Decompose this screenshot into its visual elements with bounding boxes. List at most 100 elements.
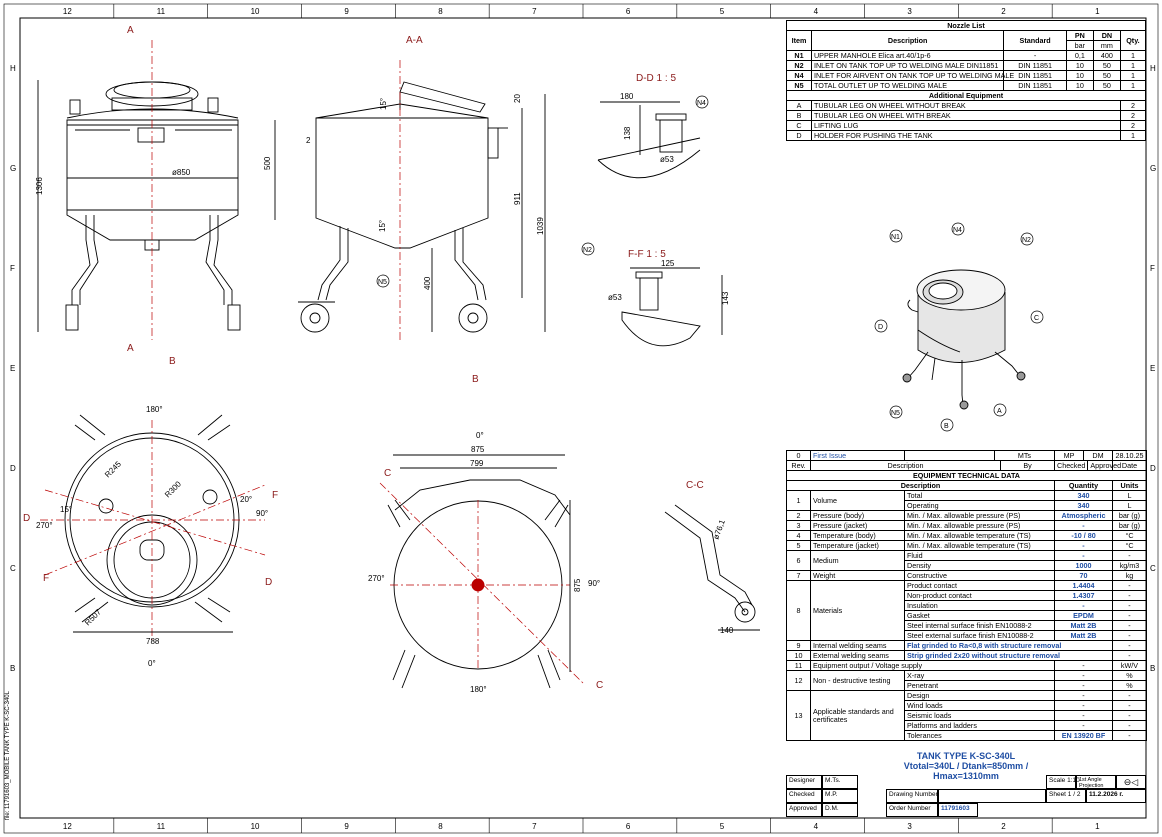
tech-unit: °C (1112, 530, 1147, 541)
tech-r12-name: Non - destructive testing (810, 670, 905, 691)
section-b-view (379, 454, 586, 689)
tech-name: Medium (810, 550, 905, 571)
dim-76: ø76,1 (711, 518, 727, 541)
col-std: Standard (1003, 30, 1067, 51)
dim-788: 788 (146, 637, 160, 646)
dim-875-v: 875 (573, 578, 582, 592)
approved-value: D.M. (822, 803, 858, 817)
angle-15-left: 15° (60, 505, 72, 514)
tech-sub: Steel external surface finish EN10088-2 (904, 630, 1055, 641)
equipment-desc: TUBULAR LEG ON WHEEL WITH BREAK (810, 110, 1121, 121)
radius-507: R507 (83, 607, 103, 627)
sheet-number: Sheet 1 / 2 (1046, 789, 1086, 803)
equipment-desc: HOLDER FOR PUSHING THE TANK (810, 130, 1121, 141)
nozzle-desc: INLET ON TANK TOP UP TO WELDING MALE DIN… (810, 60, 1005, 71)
nozzle-dn: 50 (1092, 70, 1121, 81)
tech-unit: °C (1112, 540, 1147, 551)
tech-sub: Steel internal surface finish EN10088-2 (904, 620, 1055, 631)
callout-n5-aa: N5 (378, 279, 387, 286)
tech-r12-sub2: Penetrant (904, 680, 1055, 691)
nozzle-qty: 1 (1119, 60, 1147, 71)
equipment-desc: LIFTING LUG (810, 120, 1121, 131)
row-label: G (1150, 164, 1156, 173)
top-view-left (40, 414, 266, 640)
section-cc-title: C-C (686, 480, 704, 491)
tech-r13-unit: - (1112, 700, 1147, 711)
tech-no: 2 (786, 510, 811, 521)
col-label: 7 (532, 7, 537, 16)
rev-desc: First Issue (810, 450, 905, 461)
tech-sub: Min. / Max. allowable pressure (PS) (904, 510, 1055, 521)
dim-dd-138: 138 (623, 126, 632, 140)
tech-r12-u1: % (1112, 670, 1147, 681)
drawing-number-value (938, 789, 1046, 803)
cut-d-right: D (265, 577, 272, 588)
radius-245: R245 (103, 459, 123, 479)
tech-no: 4 (786, 530, 811, 541)
nozzle-desc: INLET FOR AIRVENT ON TANK TOP UP TO WELD… (810, 70, 1014, 81)
dim-400: 400 (423, 276, 432, 290)
nozzle-dn: 50 (1092, 60, 1121, 71)
rev-h-by: By (1000, 461, 1054, 470)
rev-h-checked: Checked (1057, 460, 1086, 470)
drawing-title: TANK TYPE K-SC-340L Vtotal=340L / Dtank=… (886, 745, 1046, 789)
dim-bottom-angle: 15° (378, 220, 387, 232)
col-label: 3 (907, 7, 912, 16)
tech-unit: L (1112, 490, 1147, 501)
callout-n2-ff: N2 (583, 247, 592, 254)
dim-1039: 1039 (536, 217, 545, 235)
tech-unit: - (1112, 630, 1147, 641)
tech-qty: - (1054, 550, 1113, 561)
nozzle-pn: 10 (1065, 70, 1094, 81)
nozzle-dn: 400 (1092, 50, 1121, 61)
nozzle-pn: 0,1 (1065, 50, 1094, 61)
row-label: B (1150, 664, 1155, 673)
angle-180-b: 180° (470, 685, 487, 694)
tech-r13-sub: Tolerances (904, 730, 1055, 741)
equipment-qty: 2 (1119, 100, 1147, 111)
col-label: 9 (344, 822, 349, 831)
scale-value: Scale 1:10 (1046, 775, 1080, 789)
tech-unit: bar (g) (1112, 520, 1147, 531)
angle-0-left: 0° (148, 659, 156, 668)
nozzle-dn: 50 (1092, 80, 1121, 91)
checked-value: M.P. (822, 789, 858, 803)
nozzle-qty: 1 (1119, 50, 1147, 61)
equipment-item: B (786, 110, 812, 121)
dim-140: 140 (720, 626, 734, 635)
angle-180-left: 180° (146, 405, 163, 414)
tech-r13-unit: - (1112, 730, 1147, 741)
front-view (37, 40, 241, 340)
projection-label: 1st Angle Projection (1076, 775, 1116, 789)
cut-a-top: A (127, 25, 134, 36)
dim-cyl-height: 500 (263, 156, 272, 170)
rev-approved: DM (1083, 451, 1112, 460)
order-number-value: 11791603 (938, 803, 978, 817)
col-label: 2 (1001, 822, 1006, 831)
callout-b-iso: B (944, 423, 949, 430)
dim-diameter: ø850 (172, 168, 191, 177)
row-label: F (1150, 264, 1155, 273)
tech-title: EQUIPMENT TECHNICAL DATA (786, 470, 1147, 481)
dim-875-h: 875 (471, 445, 485, 454)
technical-data-table: 0 First Issue MTs MP DM 28.10.25 Rev. De… (786, 450, 1147, 741)
tech-unit: - (1112, 600, 1147, 611)
title-line-1: TANK TYPE K-SC-340L (916, 751, 1016, 761)
dim-911: 911 (513, 192, 522, 205)
tech-r12-sub1: X-ray (904, 670, 1055, 681)
tech-r13-sub: Platforms and ladders (904, 720, 1055, 731)
col-label: 10 (251, 7, 260, 16)
tech-qty: 340 (1054, 490, 1113, 501)
row-label: C (1150, 564, 1156, 573)
callout-n1-iso: N1 (891, 234, 900, 241)
tech-r10-unit: - (1112, 650, 1147, 661)
tech-r13-no: 13 (786, 690, 811, 741)
